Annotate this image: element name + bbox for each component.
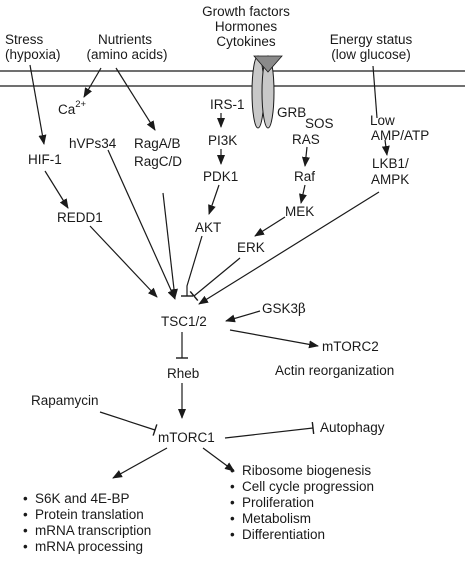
right-bullet: • — [230, 463, 235, 478]
sos-label: SOS — [305, 116, 334, 131]
right-bullet: • — [230, 479, 235, 494]
left-bullet: • — [23, 491, 28, 506]
edge-stress-hif1 — [29, 64, 47, 145]
right-bullet: • — [230, 511, 235, 526]
edge-lkb1-tsc — [198, 191, 380, 305]
edge-ras-raf — [301, 146, 310, 167]
hvps34-label: hVPs34 — [69, 136, 117, 151]
pdk1-label: PDK1 — [203, 169, 238, 184]
edge-mek-erk — [254, 216, 286, 237]
right-output-item: Differentiation — [242, 527, 325, 542]
edge-lowamp-lkb1 — [381, 139, 390, 156]
left-output-item: S6K and 4E-BP — [35, 491, 130, 506]
right-output-item: Metabolism — [242, 511, 311, 526]
ras-label: RAS — [292, 132, 320, 147]
nutrients-sublabel: (amino acids) — [86, 47, 167, 62]
mek-label: MEK — [285, 204, 314, 219]
edge-nutrients-rag — [115, 67, 156, 131]
edge-hvps34-tsc — [107, 149, 176, 300]
rheb-label: Rheb — [167, 366, 199, 381]
actin-label: Actin reorganization — [275, 363, 394, 378]
hif1-label: HIF-1 — [28, 152, 62, 167]
amp-atp-label: AMP/ATP — [371, 128, 429, 143]
gsk3b-label: GSK3β — [262, 301, 306, 317]
tsc-label: TSC1/2 — [161, 314, 207, 329]
pathway-edges — [29, 64, 390, 479]
right-bullet: • — [230, 495, 235, 510]
edge-erk-tsc — [189, 257, 241, 302]
redd1-label: REDD1 — [57, 210, 103, 225]
rag-ab-label: RagA/B — [134, 136, 181, 151]
ca-label: Ca2+ — [58, 99, 87, 117]
edge-rag-tsc — [162, 192, 178, 299]
edge-energy-lowamp — [372, 65, 378, 119]
edge-tsc-mtorc2 — [229, 329, 319, 349]
autophagy-label: Autophagy — [320, 420, 385, 435]
pi3k-label: PI3K — [208, 133, 237, 148]
edge-gsk-tsc — [225, 310, 261, 323]
mtorc2-label: mTORC2 — [322, 339, 379, 354]
growth-factors-label: Growth factors — [202, 4, 290, 19]
left-output-item: mRNA transcription — [35, 523, 151, 538]
edge-pdk1-akt — [208, 184, 220, 215]
left-output-item: Protein translation — [35, 507, 144, 522]
left-bullet: • — [23, 507, 28, 522]
right-output-item: Proliferation — [242, 495, 314, 510]
rapamycin-label: Rapamycin — [31, 393, 99, 408]
edge-akt-tsc — [181, 235, 203, 297]
edge-raf-mek — [299, 184, 307, 204]
cytokines-label: Cytokines — [216, 34, 276, 49]
left-bullet: • — [23, 523, 28, 538]
ampk-label: AMPK — [371, 172, 409, 187]
edge-hif1-redd1 — [44, 170, 69, 209]
edge-mtorc1-right — [202, 447, 235, 472]
edge-redd1-tsc — [89, 225, 158, 298]
right-output-list: • Ribosome biogenesis • Cell cycle progr… — [230, 463, 374, 542]
raf-label: Raf — [294, 169, 315, 184]
low-label: Low — [370, 113, 395, 128]
receptor-icon — [251, 55, 283, 129]
grb-label: GRB — [277, 105, 306, 120]
hormones-label: Hormones — [215, 19, 278, 34]
mtorc1-label: mTORC1 — [158, 430, 215, 445]
lkb1-label: LKB1/ — [372, 156, 409, 171]
edge-mtorc1-left — [112, 447, 168, 479]
stress-label: Stress — [5, 32, 44, 47]
right-output-item: Ribosome biogenesis — [242, 463, 371, 478]
irs1-label: IRS-1 — [210, 97, 245, 112]
edge-nutrients-ca — [83, 67, 102, 98]
nutrients-label: Nutrients — [98, 32, 152, 47]
stress-sublabel: (hypoxia) — [5, 47, 61, 62]
left-output-item: mRNA processing — [35, 539, 143, 554]
energy-status-sublabel: (low glucose) — [331, 47, 411, 62]
energy-status-label: Energy status — [330, 32, 413, 47]
edge-rapamycin-mtorc1 — [99, 411, 158, 436]
left-output-list: • S6K and 4E-BP • Protein translation • … — [23, 491, 151, 554]
akt-label: AKT — [195, 220, 221, 235]
right-output-item: Cell cycle progression — [242, 479, 374, 494]
edge-mtorc1-autophagy — [224, 421, 315, 439]
erk-label: ERK — [237, 240, 265, 255]
right-bullet: • — [230, 527, 235, 542]
rag-cd-label: RagC/D — [134, 154, 182, 169]
left-bullet: • — [23, 539, 28, 554]
